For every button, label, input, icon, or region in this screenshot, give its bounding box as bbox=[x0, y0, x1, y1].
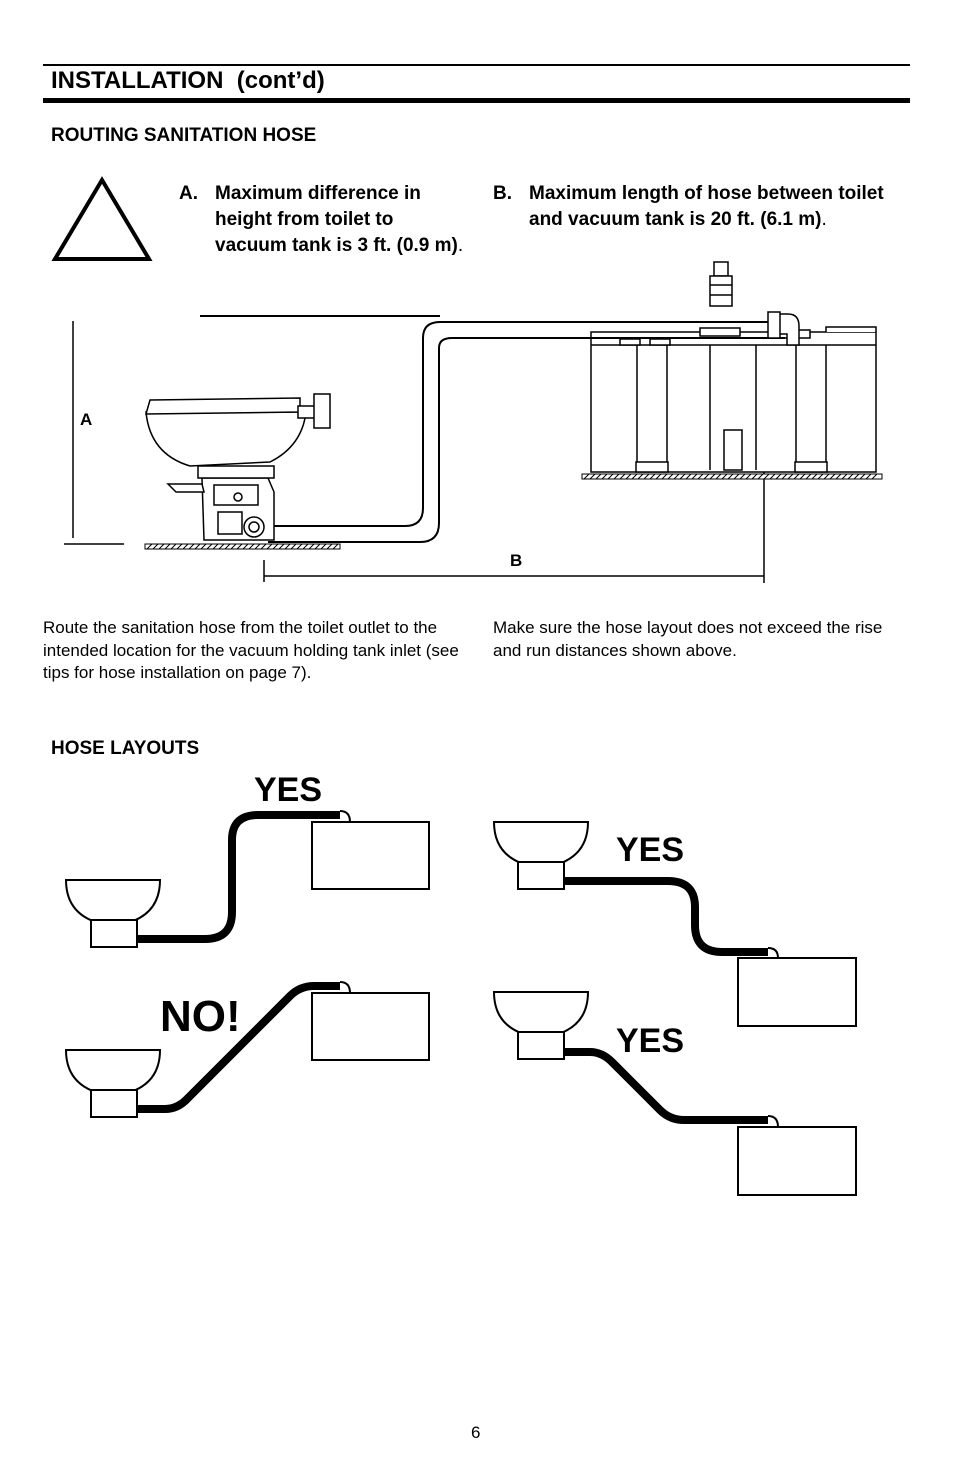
item-a-end: . bbox=[457, 235, 464, 256]
item-b-letter: B. bbox=[493, 183, 512, 204]
layout-yes-1 bbox=[64, 810, 430, 948]
body-text-right: Make sure the hose layout does not excee… bbox=[493, 618, 883, 660]
item-b-text: Maximum length of hose between toilet an… bbox=[529, 183, 884, 230]
routing-item-a: A. Maximum difference in height from toi… bbox=[179, 181, 479, 291]
page-title: INSTALLATION (cont’d) bbox=[51, 67, 325, 94]
vacuum-tank bbox=[590, 326, 877, 473]
routing-item-b: B. Maximum length of hose between toilet… bbox=[493, 181, 903, 261]
dimension-b-label: B bbox=[510, 551, 523, 570]
page-number: 6 bbox=[471, 1423, 481, 1442]
hose-layouts-title: HOSE LAYOUTS bbox=[51, 738, 200, 759]
dimension-a-label: A bbox=[80, 410, 93, 429]
routing-section-title: ROUTING SANITATION HOSE bbox=[51, 125, 317, 146]
toilet bbox=[145, 393, 331, 541]
header-rule-bottom bbox=[43, 98, 910, 103]
body-text-left: Route the sanitation hose from the toile… bbox=[43, 618, 459, 682]
floor-right bbox=[581, 473, 883, 480]
header-rule-top bbox=[43, 64, 910, 66]
layout-no-label: NO! bbox=[160, 992, 241, 1041]
item-b-end: . bbox=[821, 209, 827, 230]
hose-elbow bbox=[767, 311, 800, 346]
item-a-text: Maximum difference in height from toilet… bbox=[215, 183, 458, 256]
layout-yes-3-label: YES bbox=[616, 1022, 685, 1060]
sanitation-hose bbox=[268, 321, 785, 543]
item-a-letter: A. bbox=[179, 183, 198, 204]
layout-yes-2-label: YES bbox=[616, 831, 685, 869]
tank-pump bbox=[709, 261, 733, 307]
floor-left bbox=[144, 543, 341, 550]
layout-yes-1-label: YES bbox=[254, 771, 323, 809]
layout-no bbox=[64, 981, 430, 1118]
